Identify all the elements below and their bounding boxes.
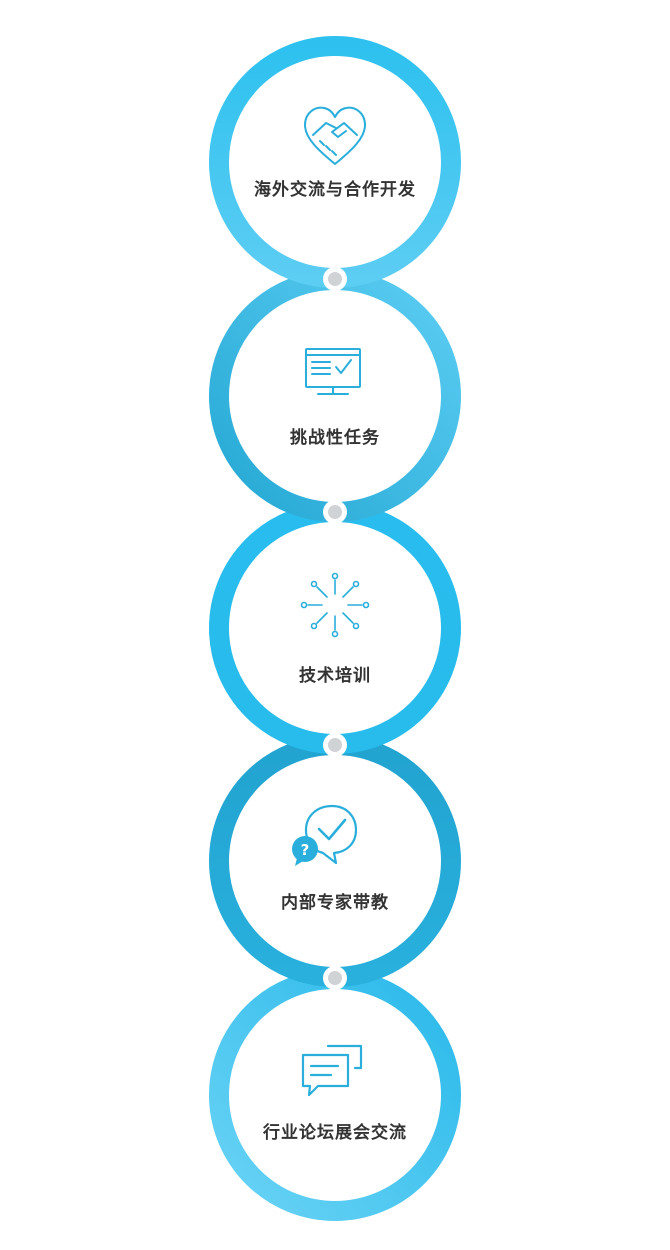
- step-label-expert-mentoring: 内部专家带教: [281, 893, 389, 913]
- step-label-challenging-tasks: 挑战性任务: [290, 428, 380, 448]
- step-label-technical-training: 技术培训: [299, 666, 371, 686]
- step-label-industry-forums: 行业论坛展会交流: [263, 1123, 407, 1143]
- step-label-overseas-exchange: 海外交流与合作开发: [254, 180, 416, 200]
- ring-5: [209, 969, 461, 1221]
- handshake-heart-icon: [304, 106, 366, 165]
- svg-text:?: ?: [301, 841, 310, 859]
- connector-dot-1: [323, 267, 347, 291]
- ring-2: [209, 270, 461, 522]
- question-check-bubbles-icon: ?: [292, 804, 358, 866]
- burst-network-icon: [300, 572, 370, 638]
- ring-1: [209, 36, 461, 288]
- connector-dot-4: [323, 966, 347, 990]
- chat-bubbles-icon: [301, 1044, 363, 1097]
- monitor-checklist-icon: [305, 348, 361, 395]
- connector-dot-2: [323, 500, 347, 524]
- connector-dot-3: [323, 733, 347, 757]
